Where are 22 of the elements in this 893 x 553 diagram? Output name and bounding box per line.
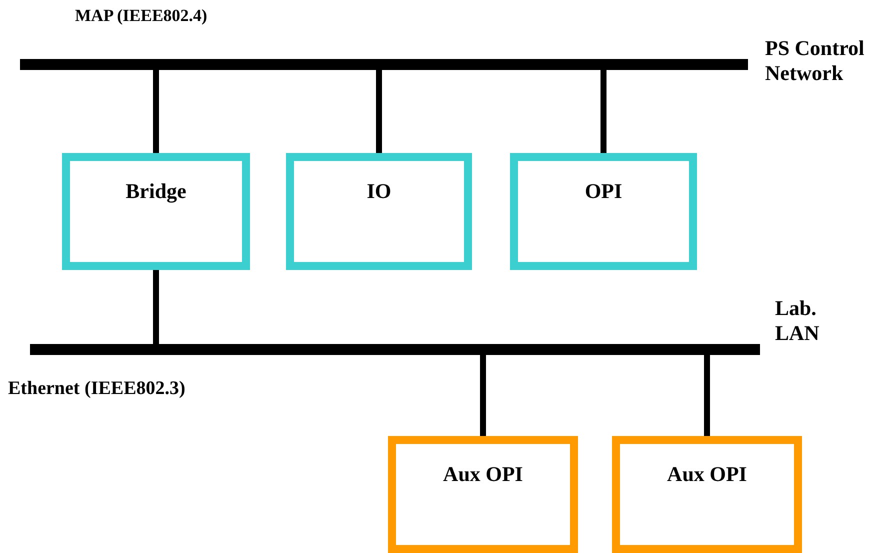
- connector-line: [600, 70, 606, 153]
- network-label: Ethernet (IEEE802.3): [8, 378, 186, 401]
- network-bus: [20, 59, 748, 70]
- device-box: [62, 153, 250, 270]
- connector-line: [480, 355, 486, 436]
- connector-line: [376, 70, 382, 153]
- device-label: Aux OPI: [667, 462, 747, 487]
- device-box: [388, 436, 578, 553]
- device-label: Bridge: [126, 179, 186, 204]
- device-box: [286, 153, 472, 270]
- connector-line: [153, 70, 159, 153]
- device-box: [510, 153, 697, 270]
- device-box: [612, 436, 802, 553]
- network-label: Lab. LAN: [775, 296, 820, 346]
- connector-line: [153, 270, 159, 344]
- device-label: IO: [366, 179, 392, 204]
- device-label: Aux OPI: [443, 462, 523, 487]
- connector-line: [704, 355, 710, 436]
- network-bus: [30, 344, 760, 355]
- network-label: MAP (IEEE802.4): [75, 6, 208, 26]
- device-label: OPI: [584, 179, 622, 204]
- network-label: PS Control Network: [765, 36, 866, 86]
